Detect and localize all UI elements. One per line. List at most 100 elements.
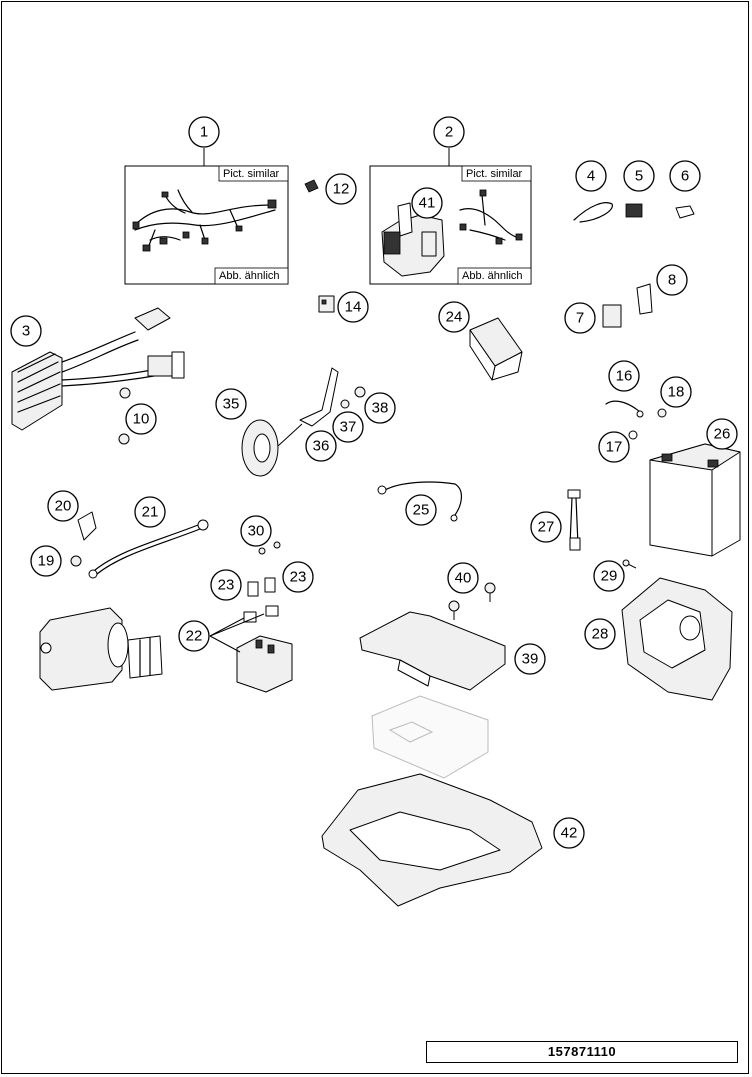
callout-25: 25 (405, 494, 437, 526)
part-1-wiring-harness-box: Pict. similar Abb. ähnlich (124, 165, 289, 285)
callout-7: 7 (564, 302, 596, 334)
part-14-connector-drawing (318, 295, 335, 313)
svg-text:Abb. ähnlich: Abb. ähnlich (219, 270, 280, 282)
callout-38: 38 (364, 392, 396, 424)
part-42-tray-drawing (321, 773, 543, 907)
part-16-cable-drawing (605, 400, 644, 418)
svg-text:20: 20 (55, 498, 72, 515)
box-2-note-bottom: Abb. ähnlich (457, 267, 532, 285)
callout-16: 16 (608, 360, 640, 392)
svg-text:8: 8 (668, 272, 676, 289)
svg-text:1: 1 (200, 124, 208, 141)
svg-text:39: 39 (522, 651, 539, 668)
part-35-horn-drawing (241, 367, 366, 477)
callout-8: 8 (656, 264, 688, 296)
callout-42: 42 (553, 817, 585, 849)
part-19-nut-drawing (70, 555, 82, 567)
part-28-battery-box-drawing (621, 577, 733, 701)
callout-41: 41 (411, 187, 443, 219)
part-40-screws-drawing (448, 582, 496, 620)
part-12-connector-drawing (304, 179, 319, 193)
callout-21: 21 (134, 496, 166, 528)
callout-22: 22 (178, 620, 210, 652)
callout-4: 4 (575, 160, 607, 192)
callout-6: 6 (669, 160, 701, 192)
part-27-fuse-holder-drawing (567, 489, 581, 551)
svg-text:2: 2 (445, 124, 453, 141)
svg-text:4: 4 (587, 168, 595, 185)
svg-text:17: 17 (606, 439, 623, 456)
callout-1: 1 (188, 116, 220, 148)
callout-2: 2 (433, 116, 465, 148)
svg-text:Pict. similar: Pict. similar (466, 168, 523, 180)
callout-3: 3 (10, 315, 42, 347)
part-21-cable-drawing (88, 519, 209, 579)
wiring-harness-drawing (132, 189, 277, 252)
part-30-screws-drawing (258, 541, 281, 555)
svg-text:16: 16 (616, 368, 633, 385)
callout-29: 29 (593, 560, 625, 592)
svg-text:6: 6 (681, 168, 689, 185)
part-7-relay-drawing (602, 304, 622, 328)
part-20-cap-drawing (77, 511, 97, 541)
svg-text:10: 10 (133, 411, 150, 428)
part-8-bracket-drawing (636, 283, 653, 315)
callout-35: 35 (215, 388, 247, 420)
svg-text:40: 40 (455, 570, 472, 587)
callout-37: 37 (332, 411, 364, 443)
part-10-screws-drawing (118, 387, 131, 445)
bracket-drawing (381, 202, 445, 277)
part-22-relay-drawing (209, 613, 293, 693)
svg-text:19: 19 (38, 553, 55, 570)
svg-text:14: 14 (345, 299, 362, 316)
part-17-washer-drawing (628, 430, 638, 440)
part-24-control-unit-drawing (469, 317, 523, 381)
svg-text:3: 3 (22, 323, 30, 340)
svg-text:23: 23 (290, 569, 307, 586)
svg-text:24: 24 (446, 309, 463, 326)
callout-30: 30 (240, 515, 272, 547)
svg-text:29: 29 (601, 568, 618, 585)
callout-23-right: 23 (282, 561, 314, 593)
callout-36: 36 (305, 430, 337, 462)
part-4-cable-tie-drawing (573, 202, 613, 223)
svg-text:Abb. ähnlich: Abb. ähnlich (462, 270, 523, 282)
callout-39: 39 (514, 643, 546, 675)
callout-17: 17 (598, 431, 630, 463)
callout-12: 12 (325, 173, 357, 205)
callout-27: 27 (530, 511, 562, 543)
callout-28: 28 (584, 618, 616, 650)
svg-text:18: 18 (668, 384, 685, 401)
part-18-screw-drawing (657, 408, 667, 418)
part-2-harness-box: Pict. similar Abb. ähnlich (369, 165, 532, 285)
callout-26: 26 (706, 418, 738, 450)
callout-24: 24 (438, 301, 470, 333)
part-5-clip-drawing (625, 203, 643, 218)
drawing-number: 157871110 (426, 1041, 738, 1063)
callout-40: 40 (447, 562, 479, 594)
part-26-battery-drawing (649, 443, 741, 557)
part-23-fuses-drawing (243, 577, 279, 623)
callout-19: 19 (30, 545, 62, 577)
svg-text:36: 36 (313, 438, 330, 455)
svg-text:23: 23 (218, 577, 235, 594)
svg-text:5: 5 (635, 168, 643, 185)
svg-text:35: 35 (223, 396, 240, 413)
callout-14: 14 (337, 291, 369, 323)
svg-text:22: 22 (186, 628, 203, 645)
box-1-note-bottom: Abb. ähnlich (214, 267, 289, 285)
callout-20: 20 (47, 490, 79, 522)
callout-18: 18 (660, 376, 692, 408)
ecu-ghost-drawing (371, 695, 489, 779)
svg-text:42: 42 (561, 825, 578, 842)
part-25-cable-drawing (377, 481, 462, 522)
box-2-note-top: Pict. similar (461, 165, 532, 182)
svg-text:37: 37 (340, 419, 357, 436)
svg-text:Pict. similar: Pict. similar (223, 168, 280, 180)
svg-text:25: 25 (413, 502, 430, 519)
callout-23-left: 23 (210, 569, 242, 601)
part-3-regulator-drawing (11, 307, 185, 431)
starter-motor-drawing (39, 607, 163, 691)
